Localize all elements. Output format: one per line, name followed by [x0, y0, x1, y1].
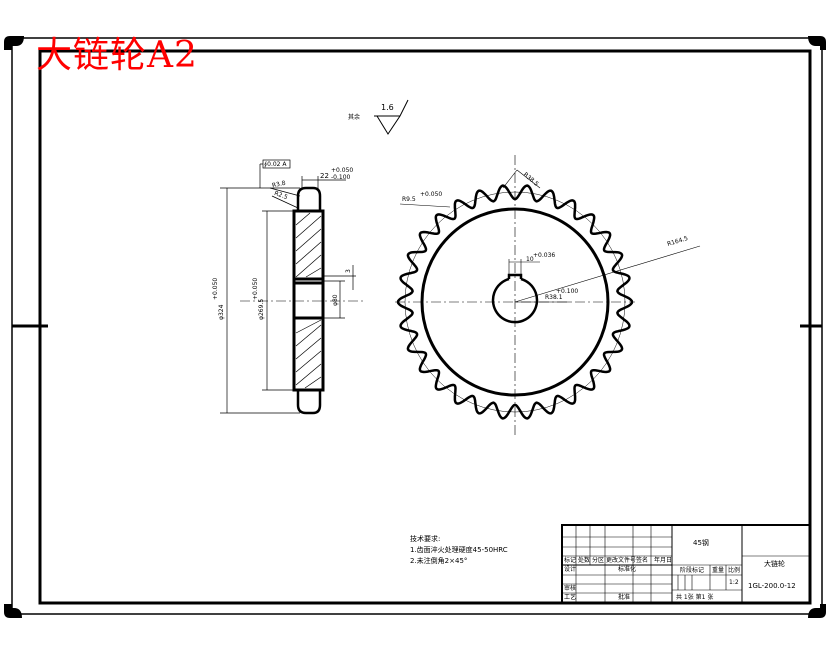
sheet-frame: [4, 36, 826, 618]
tb-label-process: 工艺: [564, 594, 577, 601]
tb-material: 45钢: [693, 539, 709, 547]
tb-scale-label: 比例: [728, 567, 741, 574]
tb-label-standardization: 标准化: [618, 566, 637, 573]
dim-roller-radius: R9.5: [402, 196, 416, 203]
tb-drawing-number: 1GL-200.0-12: [748, 582, 796, 590]
dim-roller-radius-tol: +0.050: [420, 191, 443, 198]
front-view: [395, 155, 701, 435]
tb-scale-value: 1:2: [729, 579, 739, 586]
tb-header-signature: 签名: [636, 557, 649, 564]
tb-stage-label: 阶段标记: [680, 567, 705, 574]
tb-header-mark: 标记: [564, 557, 577, 564]
roughness-prefix: 其余: [348, 114, 361, 121]
dim-outer-dia: φ324: [218, 304, 225, 320]
tb-label-design: 设计: [564, 566, 577, 573]
dim-root-tol: +0.050: [252, 277, 259, 300]
dim-outer-tol: +0.050: [212, 277, 219, 300]
drawing-title: 大链轮A2: [36, 35, 198, 76]
tb-label-review: 审核: [564, 585, 577, 592]
tb-label-approve: 批准: [618, 594, 631, 601]
dim-root-dia: φ269.5: [258, 298, 265, 320]
tech-req-heading: 技术要求:: [410, 535, 441, 543]
dim-key-depth: 3: [345, 269, 352, 273]
title-block-grid: [561, 524, 811, 604]
roughness-value: 1.6: [381, 103, 394, 112]
roughness-symbol: [374, 99, 409, 135]
tb-header-count: 处数: [578, 557, 591, 564]
tolerance-frame: ∮0.02 A: [264, 161, 287, 168]
dim-width: 22: [320, 172, 329, 180]
tb-header-date: 年月日: [654, 557, 673, 564]
dim-width-tol-lower: -0.100: [331, 174, 351, 181]
dim-bore-radius-tol: +0.100: [556, 288, 579, 295]
tech-req-item-1: 1.齿面淬火处理硬度45-50HRC: [410, 546, 508, 554]
dim-key-width-tol: +0.036: [533, 252, 556, 259]
tb-weight-label: 重量: [712, 567, 725, 574]
dim-bore-radius: R38.1: [545, 294, 563, 301]
dim-bore-dia: φ80: [332, 294, 339, 306]
side-section-view: [220, 159, 365, 415]
dim-width-tol-upper: +0.050: [331, 167, 354, 174]
tb-part-name: 大链轮: [764, 560, 785, 568]
tb-header-zone: 分区: [592, 557, 605, 564]
dim-key-width: 10: [526, 256, 534, 263]
tb-sheet-count: 共 1张 第1 张: [676, 594, 714, 601]
tech-req-item-2: 2.未注倒角2×45°: [410, 557, 468, 565]
tb-header-change-doc: 更改文件号: [606, 557, 637, 564]
